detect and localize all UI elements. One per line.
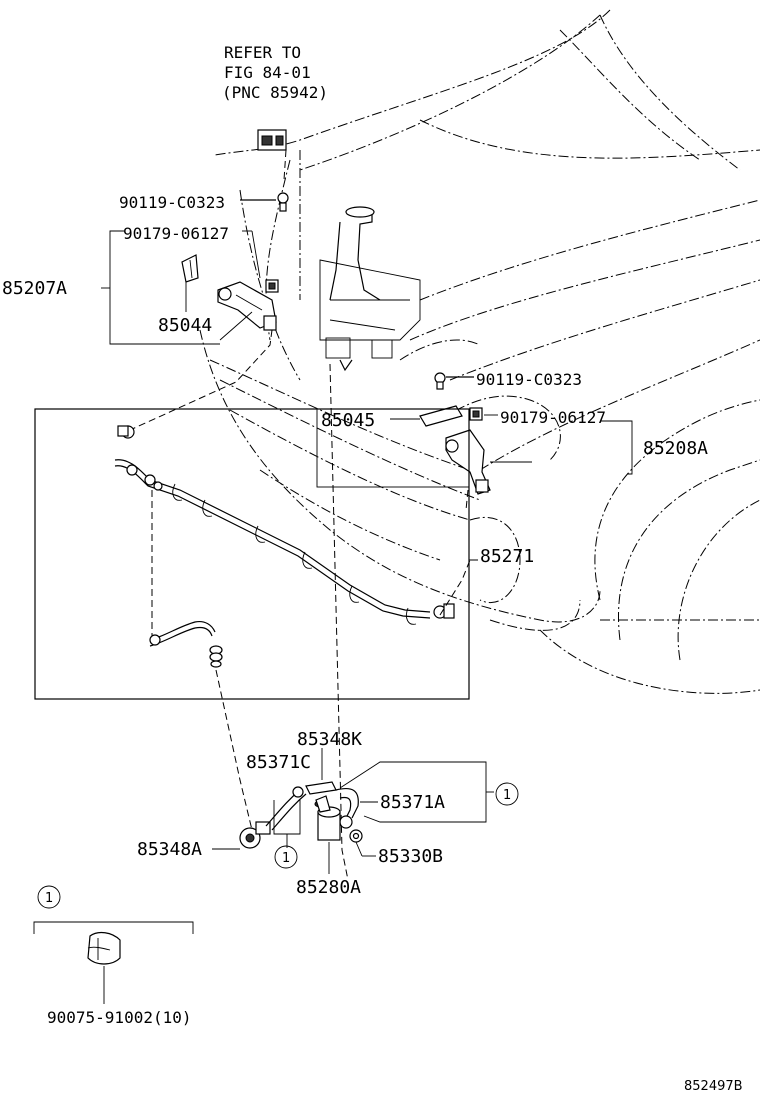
- label-pump: 85280A: [296, 877, 361, 898]
- right-holder-group: [390, 372, 633, 495]
- valve-a-icon: [239, 821, 271, 849]
- label-clip: 90075-91002(10): [47, 1008, 192, 1027]
- label-valve-k: 85348K: [297, 729, 362, 750]
- left-holder-group: [101, 192, 289, 345]
- callout-circle-center: 1: [274, 845, 298, 869]
- label-gasket: 85330B: [378, 846, 443, 867]
- figure-code: 852497B: [684, 1079, 743, 1094]
- nozzle-joint-left-icon: [117, 425, 135, 439]
- nut-left-icon: [265, 279, 279, 293]
- label-hose-a: 85371A: [380, 792, 445, 813]
- label-nut-right: 90179-06127: [500, 408, 606, 427]
- vehicle-outline: [199, 9, 760, 694]
- label-valve-a: 85348A: [137, 839, 202, 860]
- hose-set-box: [34, 408, 478, 700]
- nozzle-holder-right-icon: [445, 429, 491, 495]
- pump-icon: [314, 795, 341, 841]
- sensor-bracket: [257, 129, 287, 151]
- label-holder-left-assy: 85207A: [2, 278, 67, 299]
- joint-right-icon: [433, 603, 455, 619]
- refer-note-line2: FIG 84-01: [224, 63, 311, 82]
- gasket-icon: [349, 829, 363, 843]
- clip-icon: [87, 931, 121, 965]
- refer-note-line1: REFER TO: [224, 43, 301, 62]
- refer-note: REFER TO FIG 84-01 (PNC 85942): [222, 43, 328, 102]
- check-valve-icon: [209, 645, 223, 668]
- cover-left-icon: [181, 254, 199, 283]
- clip-legend: 1: [33, 885, 194, 1004]
- callout-center-text: 1: [282, 851, 290, 866]
- label-holder-left: 85044: [158, 315, 212, 336]
- label-hose-set: 85271: [480, 546, 534, 567]
- nozzle-holder-left-icon: [217, 281, 277, 331]
- label-holder-right-assy: 85208A: [643, 438, 708, 459]
- refer-note-line3: (PNC 85942): [222, 83, 328, 102]
- label-bolt-left: 90119-C0323: [119, 193, 225, 212]
- label-cover-right: 85045: [321, 410, 375, 431]
- hose-set-drawing: [114, 425, 471, 668]
- label-bolt-right: 90119-C0323: [476, 370, 582, 389]
- label-nut-left: 90179-06127: [123, 224, 229, 243]
- bolt-left-icon: [277, 192, 289, 212]
- nut-right-icon: [469, 407, 483, 421]
- valve-k-icon: [305, 781, 337, 795]
- bolt-right-icon: [434, 372, 446, 390]
- washer-reservoir: [319, 206, 421, 372]
- callout-circle-right: 1: [495, 782, 519, 806]
- label-hose-c: 85371C: [246, 752, 311, 773]
- callout-right-text: 1: [503, 788, 511, 803]
- pump-group: [212, 748, 494, 874]
- callout-legend-text: 1: [45, 891, 53, 906]
